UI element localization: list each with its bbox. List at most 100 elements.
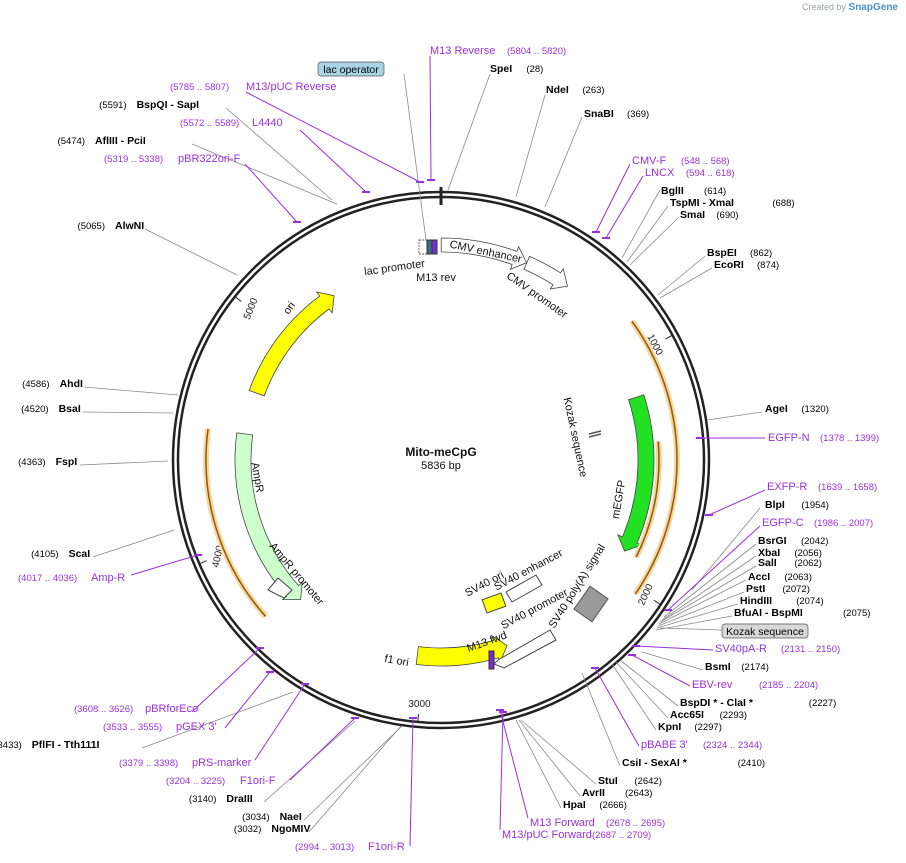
primer-name: pBR322ori-F <box>178 153 241 165</box>
enzyme-name: SnaBI <box>584 108 614 120</box>
enzyme-position: (2666) <box>599 800 626 811</box>
primer-name: pGEX 3' <box>176 721 217 733</box>
primer-range: (3379 .. 3398) <box>119 758 178 769</box>
enzyme-leader-line <box>447 73 491 191</box>
enzyme-position: (369) <box>627 109 649 120</box>
ruler-tick <box>417 713 420 722</box>
primer-range: (3608 .. 3626) <box>74 704 133 715</box>
ruler-label: 3000 <box>408 699 431 710</box>
primer-site-pbabe-3: (2324 .. 2344)pBABE 3' <box>641 739 762 751</box>
primer-site-m13-reverse: (5804 .. 5820)M13 Reverse <box>430 45 566 57</box>
enzyme-name: BspEI <box>707 247 737 259</box>
enzyme-site-blpi: BlpI (1954) <box>765 499 829 511</box>
enzyme-leader-line <box>661 555 757 621</box>
primer-range: (594 .. 618) <box>686 168 735 179</box>
enzyme-leader-line <box>663 543 757 618</box>
enzyme-leader-line <box>544 116 583 208</box>
ampr-feature <box>234 432 303 601</box>
enzyme-name: BlpI <box>765 499 785 511</box>
enzyme-name: SpeI <box>490 63 512 75</box>
ori-feature <box>248 291 335 397</box>
enzyme-name: SalI <box>758 557 777 569</box>
megfp-feature <box>617 394 655 552</box>
primer-range: (4017 .. 4036) <box>18 573 77 584</box>
primer-leader-line <box>499 709 529 819</box>
enzyme-position: (2075) <box>843 608 870 619</box>
enzyme-leader-line <box>303 725 403 821</box>
kozak-sequence-tag: Kozak sequence <box>721 623 809 639</box>
enzyme-position: (2072) <box>782 584 809 595</box>
enzyme-site-scai: (4105)ScaI <box>31 548 90 560</box>
enzyme-position: (2063) <box>784 572 811 583</box>
m13-rev-feature <box>431 239 438 255</box>
enzyme-name: BsmI <box>705 661 731 673</box>
primer-name: SV40pA-R <box>715 643 767 655</box>
enzyme-leader-line <box>641 651 704 671</box>
primer-name: Amp-R <box>91 572 125 584</box>
ori-label: ori <box>281 300 298 317</box>
enzyme-name: NdeI <box>546 84 569 96</box>
enzyme-name: XbaI <box>758 547 780 559</box>
enzyme-site-bglii: BglII(614) <box>661 185 726 197</box>
enzyme-name: HindIII <box>740 595 772 607</box>
primer-range: (2687 .. 2709) <box>592 830 651 841</box>
orange-arc <box>631 320 678 595</box>
primer-site-egfp-n: (1378 .. 1399)EGFP-N <box>768 432 879 444</box>
enzyme-leader-line <box>144 228 238 276</box>
primer-leader-line <box>635 645 714 651</box>
enzyme-position: (4105) <box>31 549 58 560</box>
enzyme-site-acci: AccI(2063) <box>748 571 812 583</box>
primer-name: LNCX <box>645 167 675 179</box>
boxed-leader-line <box>403 73 427 241</box>
kozak-marker <box>588 433 602 438</box>
enzyme-site-hpai: HpaI(2666) <box>563 799 627 811</box>
primer-range: (2678 .. 2695) <box>606 818 665 829</box>
primer-leader-line <box>631 654 691 687</box>
enzyme-site-bspei: BspEI(862) <box>707 247 772 259</box>
primer-site-prs-marker: (3379 .. 3398)pRS-marker <box>119 757 252 769</box>
primer-range: (2185 .. 2204) <box>759 680 818 691</box>
primer-site-ebv-rev: (2185 .. 2204)EBV-rev <box>692 679 818 691</box>
enzyme-name: NaeI <box>280 811 302 823</box>
enzyme-leader-line <box>92 529 175 558</box>
enzyme-position: (2642) <box>634 776 661 787</box>
enzyme-position: (3433) <box>0 740 22 751</box>
enzyme-name: AflIII - PciI <box>95 135 146 147</box>
enzyme-site-ahdi: (4586)AhdI <box>22 378 83 390</box>
enzyme-leader-line <box>518 719 581 797</box>
enzyme-name: CsiI - SexAI * <box>622 757 688 769</box>
enzyme-name: BfuAI - BspMI <box>734 607 803 619</box>
primer-name: pBRforEco <box>145 703 198 715</box>
primer-range: (5785 .. 5807) <box>170 82 229 93</box>
enzyme-site-draiii: (3140)DraIII <box>189 793 253 805</box>
kozak-marker <box>588 430 602 435</box>
primer-name: CMV-F <box>632 155 667 167</box>
enzyme-leader-line <box>629 217 679 266</box>
primer-site-pbrforeco: (3608 .. 3626) pBRforEco <box>74 703 198 715</box>
megfp-label: mEGFP <box>610 479 629 520</box>
enzyme-leader-line <box>141 691 294 749</box>
enzyme-name: SmaI <box>680 209 705 221</box>
primer-name: L4440 <box>252 117 283 129</box>
m13-fwd-feature <box>488 650 495 670</box>
enzyme-name: BspQI - SapI <box>137 99 200 111</box>
enzyme-position: (2227) <box>809 698 836 709</box>
enzyme-position: (3140) <box>189 794 216 805</box>
enzyme-name: TspMI - XmaI <box>670 197 734 209</box>
snapgene-logo: SnapGene <box>848 2 898 13</box>
sv40-polya-feature <box>573 585 609 623</box>
enzyme-leader-line <box>626 205 669 263</box>
enzyme-position: (688) <box>772 198 794 209</box>
primer-leader-line <box>244 163 298 223</box>
enzyme-position: (2056) <box>794 548 821 559</box>
enzyme-position: (5474) <box>58 136 85 147</box>
enzyme-leader-line <box>659 267 713 299</box>
enzyme-site-smai: SmaI(690) <box>680 209 739 221</box>
enzyme-position: (4586) <box>22 379 49 390</box>
label-leader-lines <box>79 55 766 847</box>
enzyme-name: BglII <box>661 185 684 197</box>
enzyme-leader-line <box>615 661 669 719</box>
enzyme-position: (1954) <box>801 500 828 511</box>
primer-name: F1ori-F <box>240 775 276 787</box>
primer-site-m13-forward: (2678 .. 2695)M13 Forward <box>530 817 665 829</box>
